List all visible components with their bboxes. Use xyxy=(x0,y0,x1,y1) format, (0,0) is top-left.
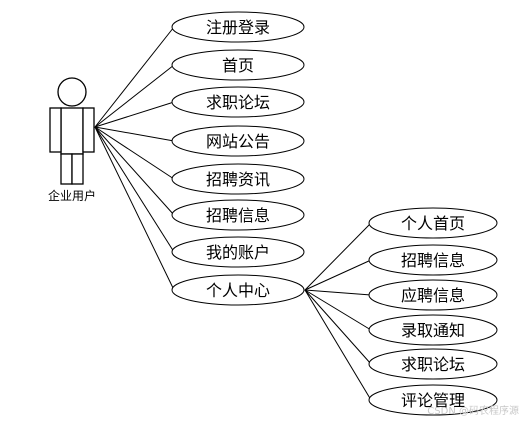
actor-figure xyxy=(49,77,95,185)
sub-use-case-5-label: 求职论坛 xyxy=(401,355,465,374)
sub-use-case-1-ellipse xyxy=(368,207,498,239)
sub-use-case-2: 招聘信息 xyxy=(368,244,498,276)
actor-left-arm xyxy=(49,107,62,153)
sub-use-case-4-ellipse xyxy=(368,314,498,346)
sub-use-case-2-ellipse xyxy=(368,244,498,276)
use-case-5-ellipse xyxy=(171,163,305,195)
actor-to-usecase-line xyxy=(94,126,175,142)
use-case-2-ellipse xyxy=(171,49,305,81)
sub-use-case-6-label: 评论管理 xyxy=(401,391,465,410)
connector-lines xyxy=(94,26,372,401)
sub-use-case-1: 个人首页 xyxy=(368,207,498,239)
sub-use-case-5: 求职论坛 xyxy=(368,348,498,380)
sub-use-case-6-ellipse xyxy=(368,384,498,416)
use-case-8-label: 个人中心 xyxy=(206,281,270,300)
hub-to-subcase-line xyxy=(304,222,372,291)
use-case-3-ellipse xyxy=(171,86,305,118)
sub-use-case-4-label: 录取通知 xyxy=(401,321,465,340)
use-case-1-label: 注册登录 xyxy=(206,18,270,37)
actor-label: 企业用户 xyxy=(48,188,96,203)
sub-use-case-5-ellipse xyxy=(368,348,498,380)
hub-to-subcase-line xyxy=(304,289,372,401)
use-case-4-label: 网站公告 xyxy=(206,132,270,151)
hub-to-subcase-line xyxy=(304,289,372,296)
actor-to-usecase-line xyxy=(94,126,175,180)
use-case-6: 招聘信息 xyxy=(171,199,305,231)
hub-to-subcase-line xyxy=(304,259,372,291)
sub-use-case-3-ellipse xyxy=(368,279,498,311)
use-case-5: 招聘资讯 xyxy=(171,163,305,195)
watermark: CSDN @码农程序源 xyxy=(427,404,519,417)
actor-to-usecase-line xyxy=(94,126,175,253)
use-case-3-label: 求职论坛 xyxy=(206,93,270,112)
actor-head xyxy=(57,77,87,107)
use-case-7: 我的账户 xyxy=(171,236,305,268)
use-case-7-ellipse xyxy=(171,236,305,268)
actor-to-usecase-line xyxy=(94,101,175,128)
actor-to-usecase-line xyxy=(94,126,175,216)
sub-use-case-3-label: 应聘信息 xyxy=(401,286,465,305)
hub-to-subcase-line xyxy=(304,289,372,331)
use-case-4-ellipse xyxy=(171,125,305,157)
actor-to-usecase-line xyxy=(94,26,175,128)
use-case-7-label: 我的账户 xyxy=(206,243,270,262)
actor-to-usecase-line xyxy=(94,64,175,128)
actor-left-leg xyxy=(60,153,73,185)
use-case-6-label: 招聘信息 xyxy=(206,206,270,225)
actor-to-usecase-line xyxy=(94,126,175,291)
sub-use-case-1-label: 个人首页 xyxy=(401,214,465,233)
use-case-5-label: 招聘资讯 xyxy=(206,170,270,189)
use-case-1: 注册登录 xyxy=(171,11,305,43)
hub-to-subcase-line xyxy=(304,289,372,365)
use-case-2: 首页 xyxy=(171,49,305,81)
sub-use-case-4: 录取通知 xyxy=(368,314,498,346)
use-case-4: 网站公告 xyxy=(171,125,305,157)
use-case-1-ellipse xyxy=(171,11,305,43)
sub-use-case-3: 应聘信息 xyxy=(368,279,498,311)
actor-torso xyxy=(60,107,84,155)
use-case-3: 求职论坛 xyxy=(171,86,305,118)
use-case-6-ellipse xyxy=(171,199,305,231)
actor-right-arm xyxy=(82,107,95,153)
use-case-8-ellipse xyxy=(171,274,305,306)
actor-right-leg xyxy=(71,153,84,185)
sub-use-case-2-label: 招聘信息 xyxy=(401,251,465,270)
sub-use-case-6: 评论管理 xyxy=(368,384,498,416)
use-case-8: 个人中心 xyxy=(171,274,305,306)
use-case-2-label: 首页 xyxy=(222,56,254,75)
